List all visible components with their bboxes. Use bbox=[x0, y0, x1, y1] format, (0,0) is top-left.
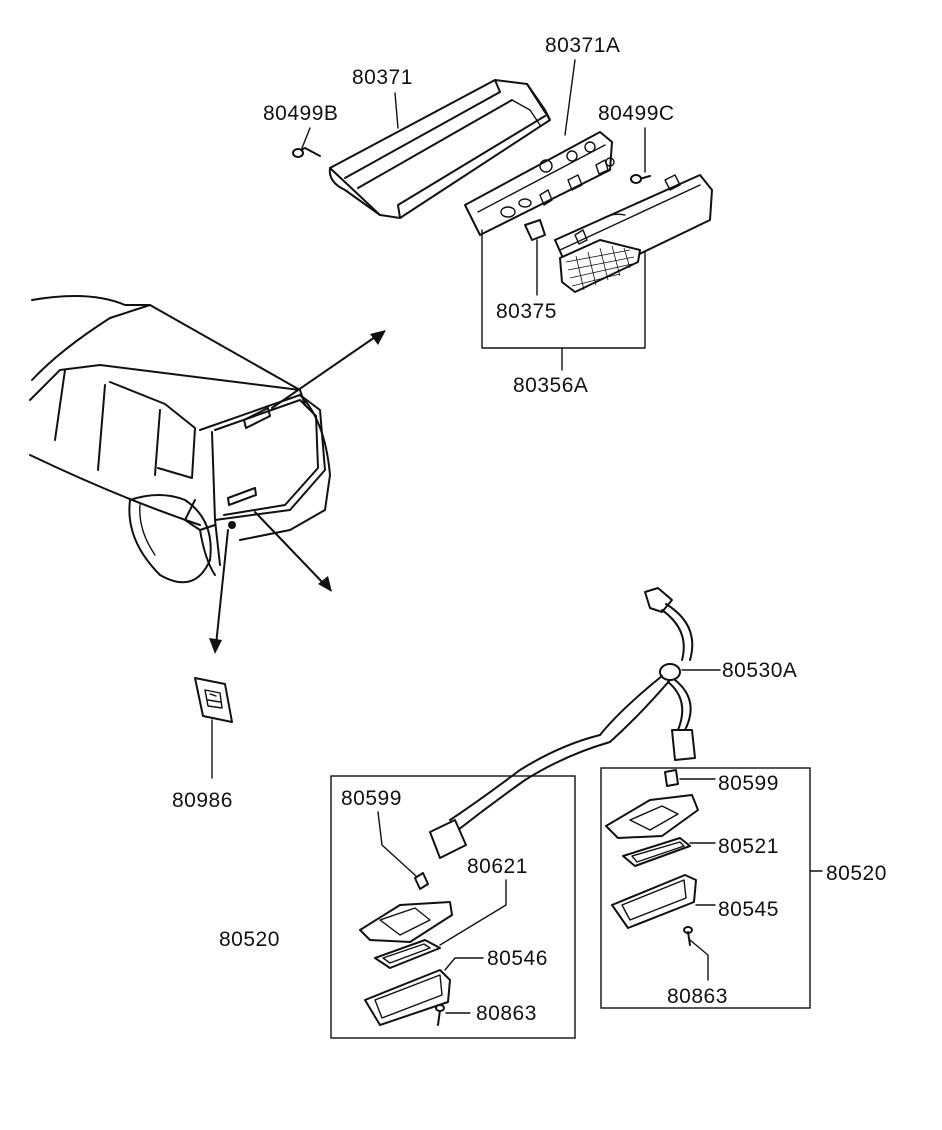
lens-bracket-80371A bbox=[464, 131, 615, 236]
stop-lamp-cover-80371 bbox=[328, 79, 551, 219]
leaders-right-group bbox=[679, 669, 823, 981]
label-left-80546: 80546 bbox=[487, 947, 548, 970]
label-80499C: 80499C bbox=[598, 102, 675, 125]
label-right-80545: 80545 bbox=[718, 898, 779, 921]
label-left-80520: 80520 bbox=[219, 928, 280, 951]
label-80499B: 80499B bbox=[263, 102, 338, 125]
label-left-80621: 80621 bbox=[467, 855, 528, 878]
label-80356A: 80356A bbox=[513, 374, 588, 397]
leaders-upper bbox=[301, 59, 646, 371]
label-right-80520: 80520 bbox=[826, 862, 887, 885]
label-left-80599: 80599 bbox=[341, 787, 402, 810]
screw-80499B bbox=[292, 147, 321, 158]
label-80371A: 80371A bbox=[545, 34, 620, 57]
label-sticker-80986 bbox=[194, 677, 233, 779]
label-80375: 80375 bbox=[496, 300, 557, 323]
bulb-80375 bbox=[524, 219, 546, 241]
label-right-80521: 80521 bbox=[718, 835, 779, 858]
screw-80499C bbox=[630, 174, 651, 184]
lamp-group-box-left bbox=[330, 775, 576, 1039]
leaders-left-group bbox=[377, 811, 507, 1014]
vehicle-rear-illustration bbox=[29, 295, 331, 584]
label-80371: 80371 bbox=[352, 66, 413, 89]
label-80986: 80986 bbox=[172, 789, 233, 812]
label-right-80863: 80863 bbox=[667, 985, 728, 1008]
label-80530A: 80530A bbox=[722, 659, 797, 682]
label-left-80863: 80863 bbox=[476, 1002, 537, 1025]
lamp-group-box-right bbox=[600, 767, 811, 1009]
lamp-housing-80356A bbox=[554, 174, 713, 293]
label-right-80599: 80599 bbox=[718, 772, 779, 795]
wire-harness-80530A bbox=[429, 587, 696, 859]
lamp-parts-left bbox=[359, 872, 453, 1026]
callout-arrows bbox=[209, 330, 386, 654]
lamp-parts-right bbox=[605, 769, 699, 946]
